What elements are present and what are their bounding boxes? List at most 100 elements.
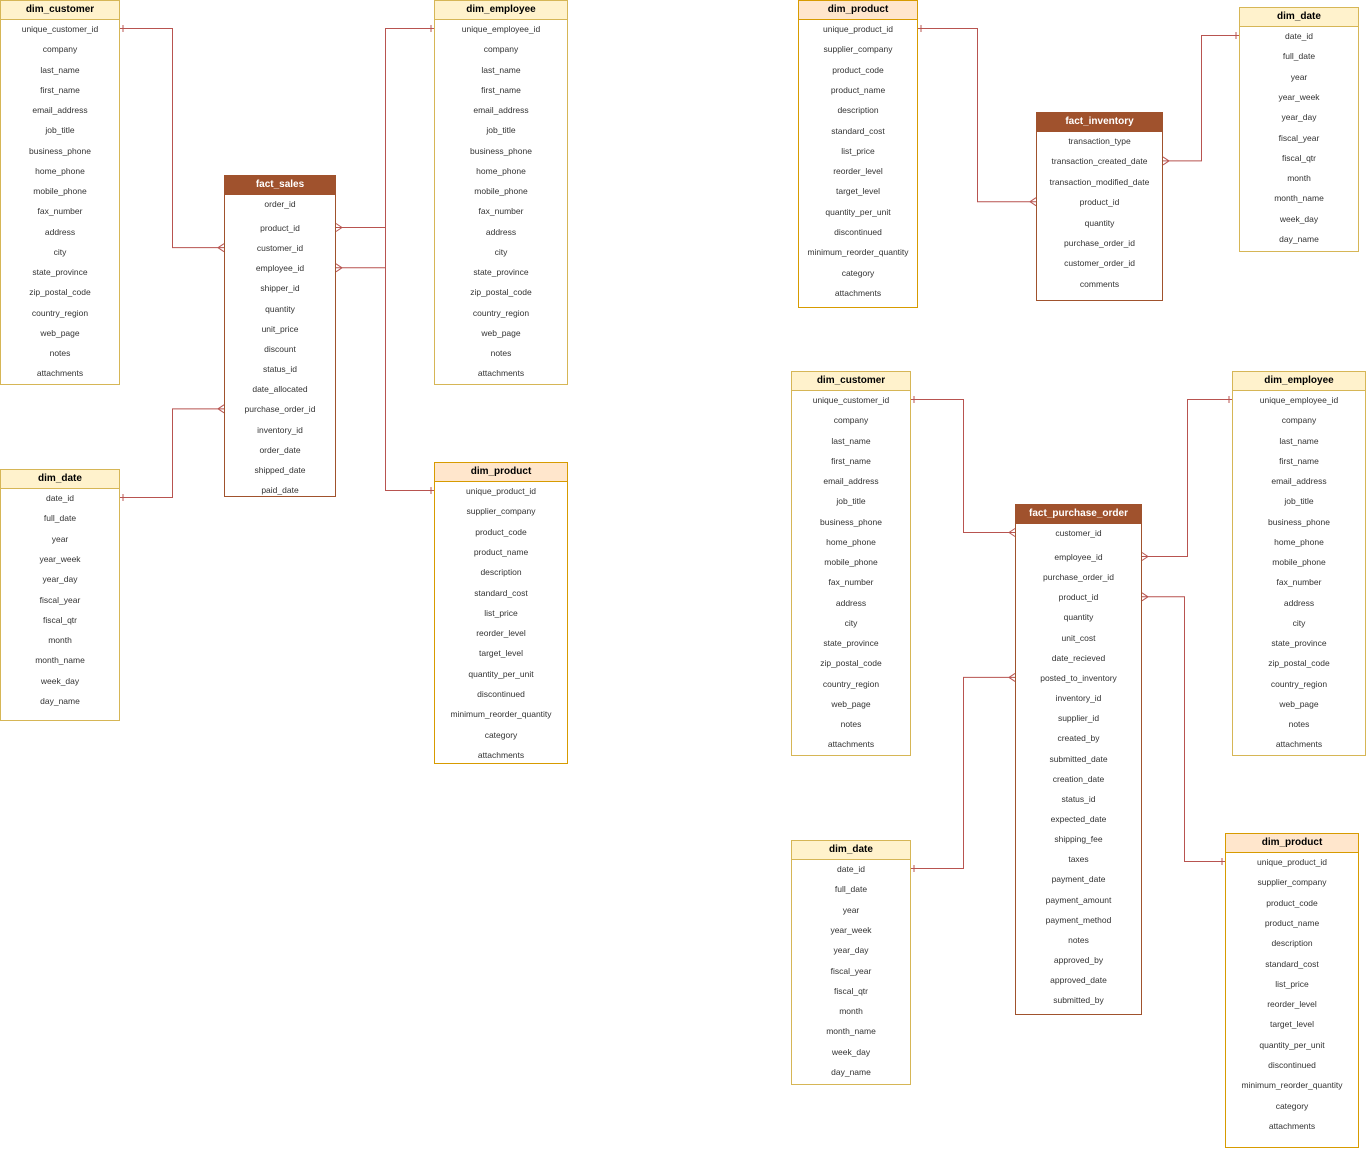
- relationship-line: [918, 28, 1036, 203]
- field-attachments: attachments: [1268, 1120, 1316, 1131]
- table-title: dim_product: [435, 463, 567, 482]
- field-year-week: year_week: [1278, 91, 1320, 102]
- field-fiscal-year: fiscal_year: [1278, 132, 1320, 143]
- field-job-title: job_title: [836, 496, 866, 507]
- field-first-name: first_name: [1279, 455, 1319, 466]
- field-mobile-phone: mobile_phone: [474, 186, 528, 196]
- field-product-name: product_name: [1264, 917, 1320, 928]
- field-company: company: [483, 44, 519, 55]
- field-unique-employee-id: unique_employee_id: [1259, 395, 1339, 405]
- field-full-date: full_date: [43, 513, 77, 524]
- relationship-line: [911, 399, 1015, 533]
- table-title: dim_customer: [792, 372, 910, 391]
- field-notes: notes: [1288, 719, 1310, 729]
- field-discontinued: discontinued: [477, 689, 525, 699]
- field-zip-postal-code: zip_postal_code: [470, 287, 532, 298]
- field-state-province: state_province: [1271, 638, 1327, 648]
- field-approved-date: approved_date: [1050, 975, 1107, 986]
- field-fiscal-year: fiscal_year: [830, 965, 872, 976]
- field-week-day: week_day: [40, 675, 80, 686]
- field-category: category: [1275, 1100, 1309, 1111]
- field-company: company: [833, 415, 869, 426]
- field-month: month: [48, 635, 72, 646]
- field-business-phone: business_phone: [470, 145, 532, 156]
- field-fax-number: fax_number: [478, 206, 524, 217]
- field-notes: notes: [49, 348, 71, 358]
- relationship-line: [120, 408, 224, 498]
- field-city: city: [1292, 617, 1306, 628]
- field-date-recieved: date_recieved: [1051, 652, 1106, 663]
- relationship-line: [1142, 399, 1232, 557]
- field-job-title: job_title: [45, 125, 75, 136]
- field-customer-id: customer_id: [1055, 528, 1102, 538]
- field-year-day: year_day: [833, 945, 869, 956]
- field-web-page: web_page: [1279, 698, 1319, 709]
- field-product-id: product_id: [260, 223, 300, 233]
- field-quantity: quantity: [265, 303, 295, 314]
- field-business-phone: business_phone: [1268, 516, 1330, 527]
- field-product-name: product_name: [830, 84, 886, 95]
- field-year-day: year_day: [1281, 112, 1317, 123]
- field-product-name: product_name: [473, 546, 529, 557]
- field-web-page: web_page: [831, 698, 871, 709]
- field-week-day: week_day: [1279, 213, 1319, 224]
- field-product-id: product_id: [1058, 592, 1099, 603]
- table-title: dim_product: [799, 1, 917, 20]
- field-fax-number: fax_number: [37, 206, 83, 217]
- field-fiscal-year: fiscal_year: [39, 594, 81, 605]
- field-email-address: email_address: [1271, 476, 1327, 486]
- field-business-phone: business_phone: [820, 516, 882, 527]
- field-first-name: first_name: [40, 84, 80, 95]
- field-country-region: country_region: [822, 678, 880, 689]
- field-country-region: country_region: [31, 307, 89, 318]
- field-payment-amount: payment_amount: [1045, 894, 1112, 905]
- field-submitted-date: submitted_date: [1049, 753, 1108, 764]
- field-web-page: web_page: [40, 327, 80, 338]
- field-home-phone: home_phone: [826, 536, 876, 547]
- field-last-name: last_name: [831, 435, 871, 446]
- field-paid-date: paid_date: [261, 484, 299, 495]
- field-discount: discount: [264, 343, 296, 354]
- field-transaction-modified-date: transaction_modified_date: [1049, 176, 1150, 187]
- field-email-address: email_address: [823, 476, 879, 486]
- field-description: description: [1271, 938, 1313, 949]
- field-job-title: job_title: [1284, 496, 1314, 507]
- field-home-phone: home_phone: [35, 165, 85, 176]
- field-order-date: order_date: [259, 444, 301, 455]
- field-attachments: attachments: [834, 287, 882, 298]
- field-quantity-per-unit: quantity_per_unit: [1259, 1039, 1325, 1050]
- field-year-week: year_week: [39, 553, 81, 564]
- field-shipping-fee: shipping_fee: [1054, 834, 1103, 845]
- field-reorder-level: reorder_level: [476, 628, 526, 639]
- field-year-day: year_day: [42, 574, 78, 585]
- field-last-name: last_name: [1279, 435, 1319, 446]
- field-fiscal-qtr: fiscal_qtr: [1281, 152, 1316, 163]
- field-first-name: first_name: [481, 84, 521, 95]
- field-shipped-date: shipped_date: [254, 464, 306, 475]
- field-list-price: list_price: [484, 607, 518, 618]
- table-title: fact_sales: [225, 176, 335, 195]
- field-fax-number: fax_number: [1276, 577, 1322, 588]
- field-unique-product-id: unique_product_id: [1257, 857, 1327, 867]
- field-mobile-phone: mobile_phone: [33, 186, 87, 196]
- field-product-code: product_code: [832, 64, 884, 75]
- table-title: fact_inventory: [1037, 113, 1162, 132]
- field-date-allocated: date_allocated: [252, 384, 308, 395]
- table-title: dim_employee: [1233, 372, 1365, 391]
- field-creation-date: creation_date: [1052, 773, 1105, 784]
- field-customer-order-id: customer_order_id: [1064, 258, 1135, 269]
- field-year: year: [1290, 71, 1308, 82]
